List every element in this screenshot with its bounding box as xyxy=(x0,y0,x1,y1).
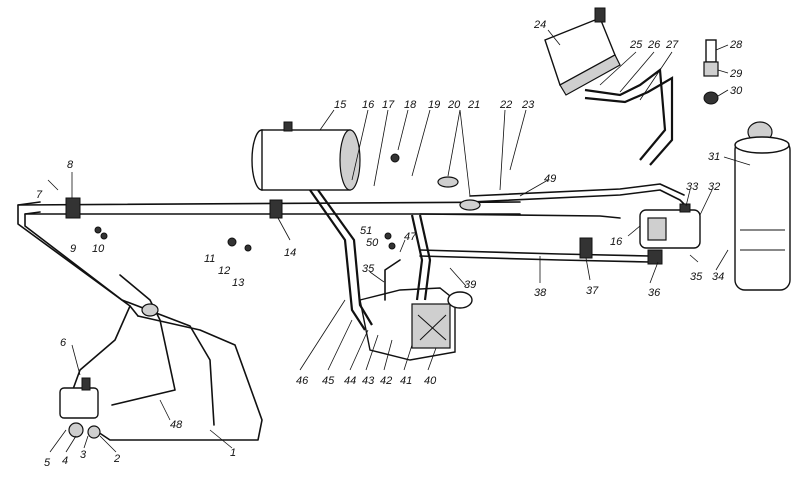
label-11: 11 xyxy=(204,253,215,265)
label-7: 7 xyxy=(36,189,43,201)
label-5: 5 xyxy=(44,457,51,469)
label-22: 22 xyxy=(499,99,512,111)
label-51: 51 xyxy=(360,225,372,237)
callout-labels: 1 2 3 4 5 6 7 8 9 10 11 12 13 14 15 16 1… xyxy=(36,19,743,469)
label-38: 38 xyxy=(534,287,547,299)
label-18: 18 xyxy=(404,99,417,111)
label-32: 32 xyxy=(708,181,720,193)
compressor-hoses xyxy=(309,189,432,331)
drain-valve-assembly xyxy=(59,377,101,439)
air-compressor xyxy=(359,287,473,361)
label-12: 12 xyxy=(218,265,230,277)
label-28: 28 xyxy=(729,39,743,51)
master-cylinder xyxy=(734,121,791,291)
label-6: 6 xyxy=(60,337,67,349)
label-15: 15 xyxy=(334,99,347,111)
label-4: 4 xyxy=(62,455,68,467)
main-pipelines xyxy=(17,183,691,441)
label-43: 43 xyxy=(362,375,375,387)
label-3: 3 xyxy=(80,449,87,461)
label-42: 42 xyxy=(380,375,392,387)
control-valve-unit xyxy=(639,203,701,249)
label-29: 29 xyxy=(729,68,742,80)
label-34: 34 xyxy=(712,271,724,283)
label-44: 44 xyxy=(344,375,356,387)
pipe-fittings xyxy=(94,153,481,317)
label-10: 10 xyxy=(92,243,105,255)
label-20: 20 xyxy=(447,99,461,111)
label-24: 24 xyxy=(533,19,546,31)
callout-leaders xyxy=(47,29,751,453)
label-27: 27 xyxy=(665,39,679,51)
label-17: 17 xyxy=(382,99,395,111)
label-30: 30 xyxy=(730,85,743,97)
label-31: 31 xyxy=(708,151,720,163)
label-49: 49 xyxy=(544,173,556,185)
label-21: 21 xyxy=(467,99,480,111)
label-1: 1 xyxy=(230,447,236,459)
label-19: 19 xyxy=(428,99,440,111)
label-40: 40 xyxy=(424,375,437,387)
label-47: 47 xyxy=(404,231,417,243)
label-35: 35 xyxy=(362,263,375,275)
label-45: 45 xyxy=(322,375,335,387)
label-26: 26 xyxy=(647,39,661,51)
label-50: 50 xyxy=(366,237,379,249)
label-23: 23 xyxy=(521,99,535,111)
label-8: 8 xyxy=(67,159,74,171)
label-2: 2 xyxy=(113,453,120,465)
label-36: 36 xyxy=(648,287,661,299)
label-14: 14 xyxy=(284,247,296,259)
label-16-valve: 16 xyxy=(610,236,623,248)
label-16: 16 xyxy=(362,99,375,111)
label-35-right: 35 xyxy=(690,271,703,283)
label-13: 13 xyxy=(232,277,245,289)
air-receiver-tank xyxy=(251,121,361,191)
label-9: 9 xyxy=(70,243,76,255)
label-41: 41 xyxy=(400,375,412,387)
brake-chamber-assembly xyxy=(544,7,674,166)
fitting-detail xyxy=(703,39,719,105)
label-33: 33 xyxy=(686,181,699,193)
label-39: 39 xyxy=(464,279,476,291)
label-37: 37 xyxy=(586,285,599,297)
label-48: 48 xyxy=(170,419,183,431)
label-46: 46 xyxy=(296,375,309,387)
pipe-clamps xyxy=(65,197,663,265)
label-25: 25 xyxy=(629,39,643,51)
